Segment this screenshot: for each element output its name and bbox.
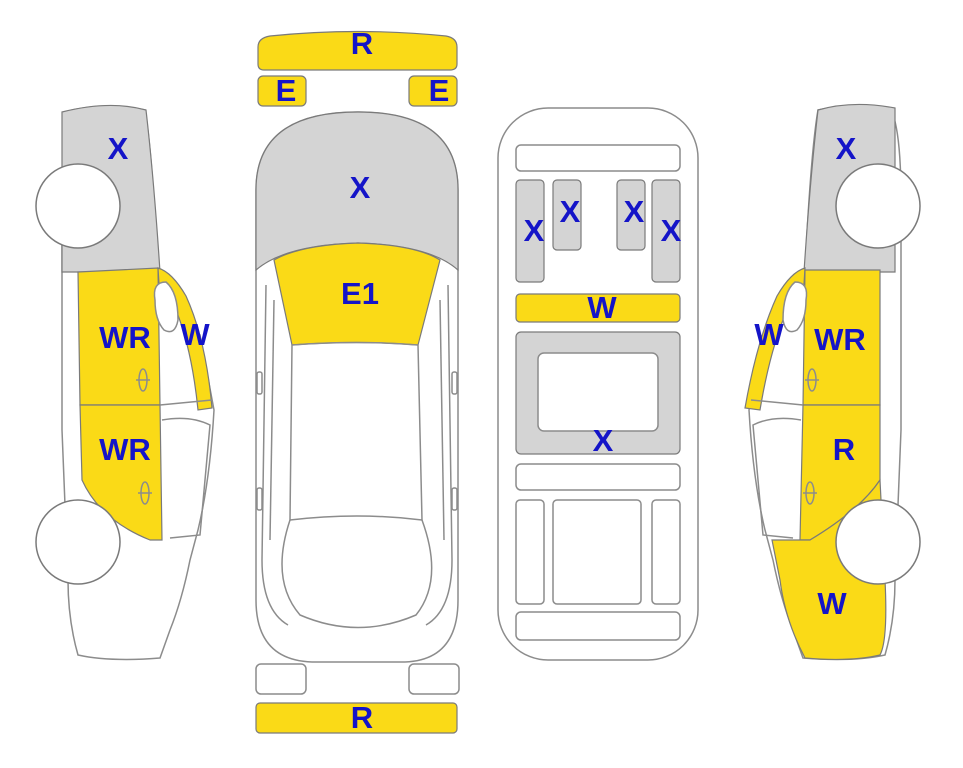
left-door-handles — [136, 368, 152, 505]
floor-front-right[interactable] — [651, 179, 681, 283]
floor-rear-crossmember — [515, 463, 681, 491]
headlight-left[interactable] — [257, 75, 307, 107]
label-front-bumper: R — [351, 26, 373, 61]
left-window — [159, 399, 213, 539]
floor-rear-center — [552, 499, 642, 605]
right-rear-wheel — [835, 499, 921, 585]
label-left-pillar: W — [180, 317, 210, 352]
label-floor-center: X — [593, 423, 614, 458]
right-mirror — [782, 281, 808, 333]
label-left-rear-door: WR — [99, 432, 151, 467]
label-left-front-door: WR — [99, 320, 151, 355]
label-right-pillar: W — [754, 317, 784, 352]
floor-crossmember[interactable] — [515, 293, 681, 323]
label-floor-front-left: X — [524, 213, 545, 248]
floor-front-panel — [515, 144, 681, 172]
floor-rear-right — [651, 499, 681, 605]
top-cabin-lines — [256, 284, 458, 629]
floor-front-mid-right[interactable] — [616, 179, 646, 251]
taillight-left — [255, 663, 307, 695]
right-window — [750, 399, 804, 539]
right-side-view — [744, 103, 921, 661]
label-right-quarter-panel: W — [817, 586, 847, 621]
floor-center-inner — [537, 352, 659, 432]
label-right-rear-door: R — [833, 432, 855, 467]
part-labels: R E E X E1 R X WR WR W X X X X W X X W W… — [99, 26, 866, 735]
label-hood: X — [350, 170, 371, 205]
label-windshield: E1 — [341, 276, 379, 311]
front-bumper[interactable] — [257, 30, 458, 71]
left-front-wheel — [35, 163, 121, 249]
taillight-right — [408, 663, 460, 695]
label-headlight-right: E — [429, 73, 450, 108]
floor-front-mid-left[interactable] — [552, 179, 582, 251]
floor-front-left[interactable] — [515, 179, 545, 283]
rear-bumper[interactable] — [255, 702, 458, 734]
left-mirror — [153, 281, 179, 333]
label-floor-front-mid-left: X — [560, 194, 581, 229]
left-rear-wheel — [35, 499, 121, 585]
label-right-front-fender: X — [836, 131, 857, 166]
floor-rear-panel — [515, 611, 681, 641]
label-floor-front-mid-right: X — [624, 194, 645, 229]
headlight-right[interactable] — [408, 75, 458, 107]
label-floor-crossmember: W — [587, 290, 617, 325]
floor-rear-left — [515, 499, 545, 605]
top-view — [255, 30, 460, 734]
floor-view — [497, 107, 699, 661]
label-right-front-door: WR — [814, 322, 866, 357]
label-floor-front-right: X — [661, 213, 682, 248]
right-front-wheel — [835, 163, 921, 249]
label-left-front-fender: X — [108, 131, 129, 166]
label-rear-bumper: R — [351, 700, 373, 735]
left-side-view — [35, 104, 215, 661]
right-door-handles — [803, 368, 819, 505]
label-headlight-left: E — [276, 73, 297, 108]
